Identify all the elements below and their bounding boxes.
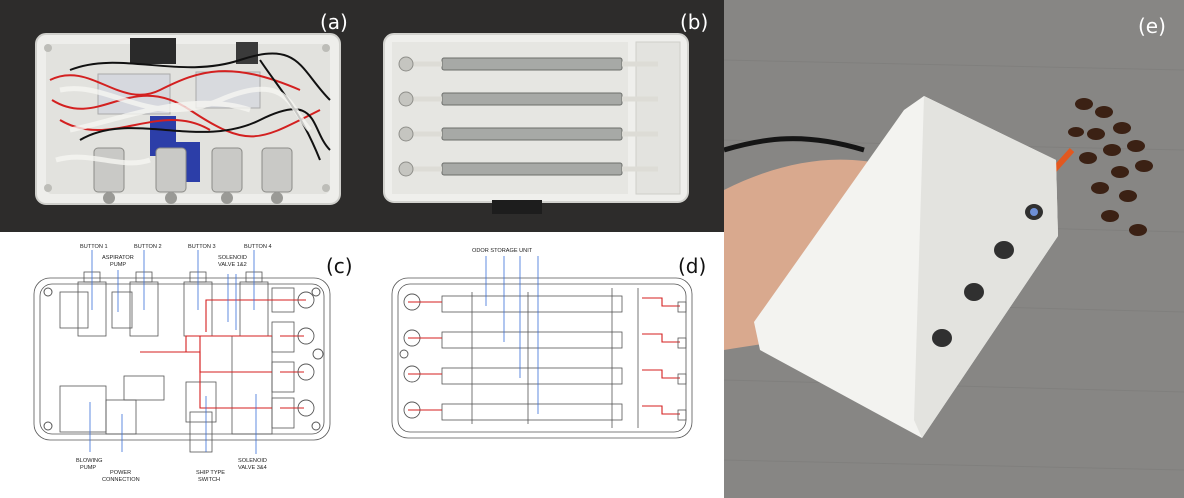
coffee-beans — [1068, 98, 1153, 236]
device-buttons — [932, 204, 1043, 347]
device-side — [914, 96, 1058, 438]
storage-tubes-drawing — [441, 288, 639, 428]
label-ship-type-switch: SHIP TYPE — [196, 470, 225, 476]
panel-d-diagram: ODOR STORAGE UNIT (d) — [362, 232, 724, 498]
screw-hole — [322, 44, 330, 52]
panel-b-illustration — [383, 33, 689, 214]
label-button-1: BUTTON 1 — [80, 244, 108, 250]
corner-holes — [43, 287, 321, 431]
buttons-and-pumps — [59, 271, 295, 453]
panel-d-tag: (d) — [678, 254, 707, 278]
label-blowing-pump: BLOWING — [76, 458, 102, 464]
panel-e-tag: (e) — [1138, 14, 1166, 38]
panel-b-photo: (b) — [362, 0, 724, 232]
panel-a-tag: (a) — [320, 10, 348, 34]
panel-d-schematic: ODOR STORAGE UNIT — [391, 248, 693, 439]
panel-a-illustration — [35, 33, 341, 205]
label-ship-type-switch-line2: SWITCH — [198, 477, 220, 483]
rocker-switch — [130, 38, 176, 64]
label-aspirator: ASPIRATOR — [102, 255, 134, 261]
panel-c-diagram: BUTTON 1 BUTTON 2 BUTTON 3 BUTTON 4 ASPI… — [0, 232, 362, 498]
screw-hole — [44, 44, 52, 52]
orange-tube — [1051, 147, 1075, 173]
panel-b-tag: (b) — [680, 10, 709, 34]
label-power-connection: POWER — [110, 470, 131, 476]
label-button-2: BUTTON 2 — [134, 244, 162, 250]
usb-cable — [724, 136, 865, 153]
storage-outline — [391, 277, 693, 439]
inlet-ports — [398, 56, 414, 177]
leader-lines — [89, 250, 257, 454]
label-aspirator-line2: PUMP — [110, 262, 126, 268]
inlet-port-circles — [399, 293, 421, 419]
label-blowing-pump-line2: PUMP — [80, 465, 96, 471]
label-solenoid-3-4: SOLENOID — [238, 458, 267, 464]
outlet-ports — [297, 291, 324, 417]
panel-e-illustration — [724, 0, 1184, 498]
panel-c-tag: (c) — [326, 254, 353, 278]
screw-hole — [322, 184, 330, 192]
label-odor-storage-unit: ODOR STORAGE UNIT — [472, 248, 533, 254]
enclosure-outline — [33, 277, 331, 441]
panel-c-schematic: BUTTON 1 BUTTON 2 BUTTON 3 BUTTON 4 ASPI… — [33, 244, 331, 483]
silicone-tubes — [55, 86, 312, 166]
tube-routing — [140, 299, 306, 409]
storage-leader-lines — [485, 256, 539, 414]
label-solenoid-3-4-line2: VALVE 3&4 — [238, 465, 267, 471]
panel-a-photo: (a) — [0, 0, 362, 232]
bottom-foot — [492, 200, 542, 214]
label-button-4: BUTTON 4 — [244, 244, 272, 250]
label-power-connection-line2: CONNECTION — [102, 477, 140, 483]
storage-tube-routing — [408, 297, 680, 415]
panel-e-photo: (e) — [724, 0, 1184, 498]
label-solenoid-1-2: SOLENOID — [218, 255, 247, 261]
inlet-tubes — [410, 61, 658, 172]
screw-hole — [44, 184, 52, 192]
outlet-fittings — [677, 301, 687, 421]
label-solenoid-1-2-line2: VALVE 1&2 — [218, 262, 247, 268]
label-button-3: BUTTON 3 — [188, 244, 216, 250]
